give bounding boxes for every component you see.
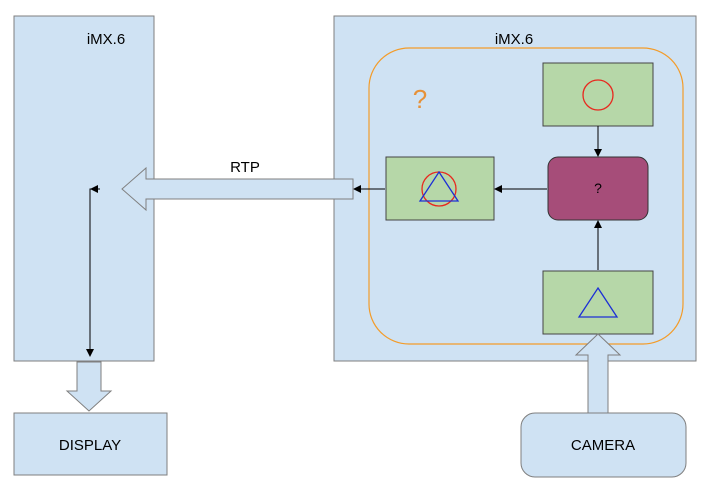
unknown-group-question-mark: ? xyxy=(413,84,427,114)
processor-question-mark: ? xyxy=(594,180,602,196)
circle-source-box xyxy=(542,62,654,127)
display-label: DISPLAY xyxy=(59,437,121,454)
red-circle-icon xyxy=(582,79,614,111)
right-board-title: iMX.6 xyxy=(495,31,533,48)
output-arrow-to-display xyxy=(65,361,113,412)
display-box xyxy=(13,412,168,476)
composite-triangle-icon xyxy=(418,170,460,202)
blue-triangle-icon xyxy=(577,286,619,318)
composite-box xyxy=(385,156,495,221)
camera-input-arrow xyxy=(574,333,622,414)
camera-input-box xyxy=(542,270,654,335)
rtp-label: RTP xyxy=(230,159,260,176)
left-board-title: iMX.6 xyxy=(87,31,125,48)
camera-box xyxy=(520,412,687,478)
pipeline-group xyxy=(368,47,684,345)
rtp-stream-arrow xyxy=(121,166,354,212)
camera-label: CAMERA xyxy=(571,437,635,454)
